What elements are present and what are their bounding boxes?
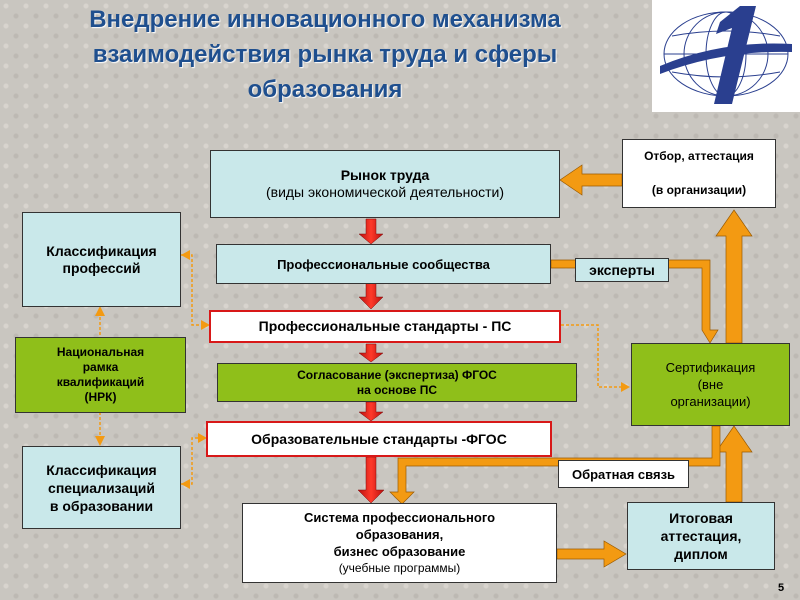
nrk-line-1: Национальная — [56, 345, 145, 359]
spec-classification-line-3: в образовании — [49, 497, 154, 514]
page-number: 5 — [778, 582, 785, 594]
fgos-agreement-line-2: на основе ПС — [356, 382, 438, 397]
orange-arrow-to-final-attestation — [556, 540, 627, 568]
certification-line-3: организации) — [670, 394, 751, 409]
nrk-box: Национальная рамка квалификаций (НРК) — [15, 337, 186, 413]
dashed-connector-standards-to-certification — [561, 324, 630, 392]
red-down-arrow-5 — [357, 456, 385, 504]
certification-box: Сертификация (вне организации) — [631, 343, 790, 426]
dashed-connector-prof-classification — [181, 250, 210, 330]
prof-classification-line-1: Классификация — [46, 242, 157, 259]
selection-line-2: (в организации) — [651, 182, 747, 197]
prof-communities-label: Профессиональные сообщества — [277, 256, 490, 272]
prof-standards-label: Профессиональные стандарты - ПС — [258, 318, 512, 334]
nrk-line-2: рамка — [82, 360, 119, 374]
red-down-arrow-2 — [358, 282, 384, 310]
prof-edu-system-line-4: (учебные программы) — [338, 561, 461, 575]
edu-standards-box: Образовательные стандарты -ФГОС — [206, 421, 552, 457]
edu-standards-label: Образовательные стандарты -ФГОС — [251, 430, 507, 447]
feedback-label: Обратная связь — [571, 466, 676, 482]
feedback-box: Обратная связь — [558, 460, 689, 488]
labor-market-box: Рынок труда (виды экономической деятельн… — [210, 150, 560, 218]
orange-feedback-arrow — [389, 425, 721, 505]
prof-standards-box: Профессиональные стандарты - ПС — [209, 310, 561, 343]
slide-title: Внедрение инновационного механизма взаим… — [0, 2, 650, 107]
experts-box: эксперты — [575, 258, 669, 282]
final-attestation-line-1: Итоговая — [669, 510, 733, 526]
title-line-3: образования — [247, 76, 403, 103]
final-attestation-box: Итоговая аттестация, диплом — [627, 502, 775, 570]
orange-up-arrow-to-selection — [715, 209, 753, 344]
red-down-arrow-1 — [358, 218, 384, 245]
dashed-connector-left-column — [95, 306, 105, 446]
experts-label: эксперты — [589, 261, 655, 278]
prof-edu-system-line-2: образования, — [355, 527, 444, 542]
red-down-arrow-4 — [358, 401, 384, 422]
certification-line-2: (вне — [697, 377, 724, 392]
spec-classification-line-1: Классификация — [46, 461, 157, 478]
prof-edu-system-line-3: бизнес образование — [333, 544, 466, 559]
labor-market-title: Рынок труда — [340, 167, 430, 183]
dashed-connector-spec-classification — [181, 433, 207, 489]
final-attestation-line-2: аттестация, — [660, 528, 742, 544]
nrk-line-4: (НРК) — [84, 390, 117, 404]
logo — [652, 0, 800, 112]
nrk-line-3: квалификаций — [56, 375, 145, 389]
spec-classification-line-2: специализаций — [48, 479, 155, 496]
prof-classification-line-2: профессий — [62, 259, 141, 276]
certification-line-1: Сертификация — [665, 360, 756, 375]
prof-communities-box: Профессиональные сообщества — [216, 244, 551, 284]
fgos-agreement-box: Согласование (экспертиза) ФГОС на основе… — [217, 363, 577, 402]
title-line-1: Внедрение инновационного механизма — [89, 6, 561, 33]
prof-classification-box: Классификация профессий — [22, 212, 181, 307]
selection-line-1: Отбор, аттестация — [644, 149, 754, 164]
orange-arrow-to-labor-market — [559, 164, 623, 196]
selection-box: Отбор, аттестация (в организации) — [622, 139, 776, 208]
spec-classification-box: Классификация специализаций в образовани… — [22, 446, 181, 529]
prof-edu-system-box: Система профессионального образования, б… — [242, 503, 557, 583]
red-down-arrow-3 — [358, 343, 384, 363]
fgos-agreement-line-1: Согласование (экспертиза) ФГОС — [297, 367, 497, 382]
labor-market-subtitle: (виды экономической деятельности) — [265, 184, 505, 200]
final-attestation-line-3: диплом — [674, 546, 728, 562]
orange-up-arrow-to-certification — [715, 425, 753, 503]
title-line-2: взаимодействия рынка труда и сферы — [92, 41, 558, 68]
globe-number-one-logo-icon — [660, 6, 792, 104]
prof-edu-system-line-1: Система профессионального — [303, 510, 496, 525]
